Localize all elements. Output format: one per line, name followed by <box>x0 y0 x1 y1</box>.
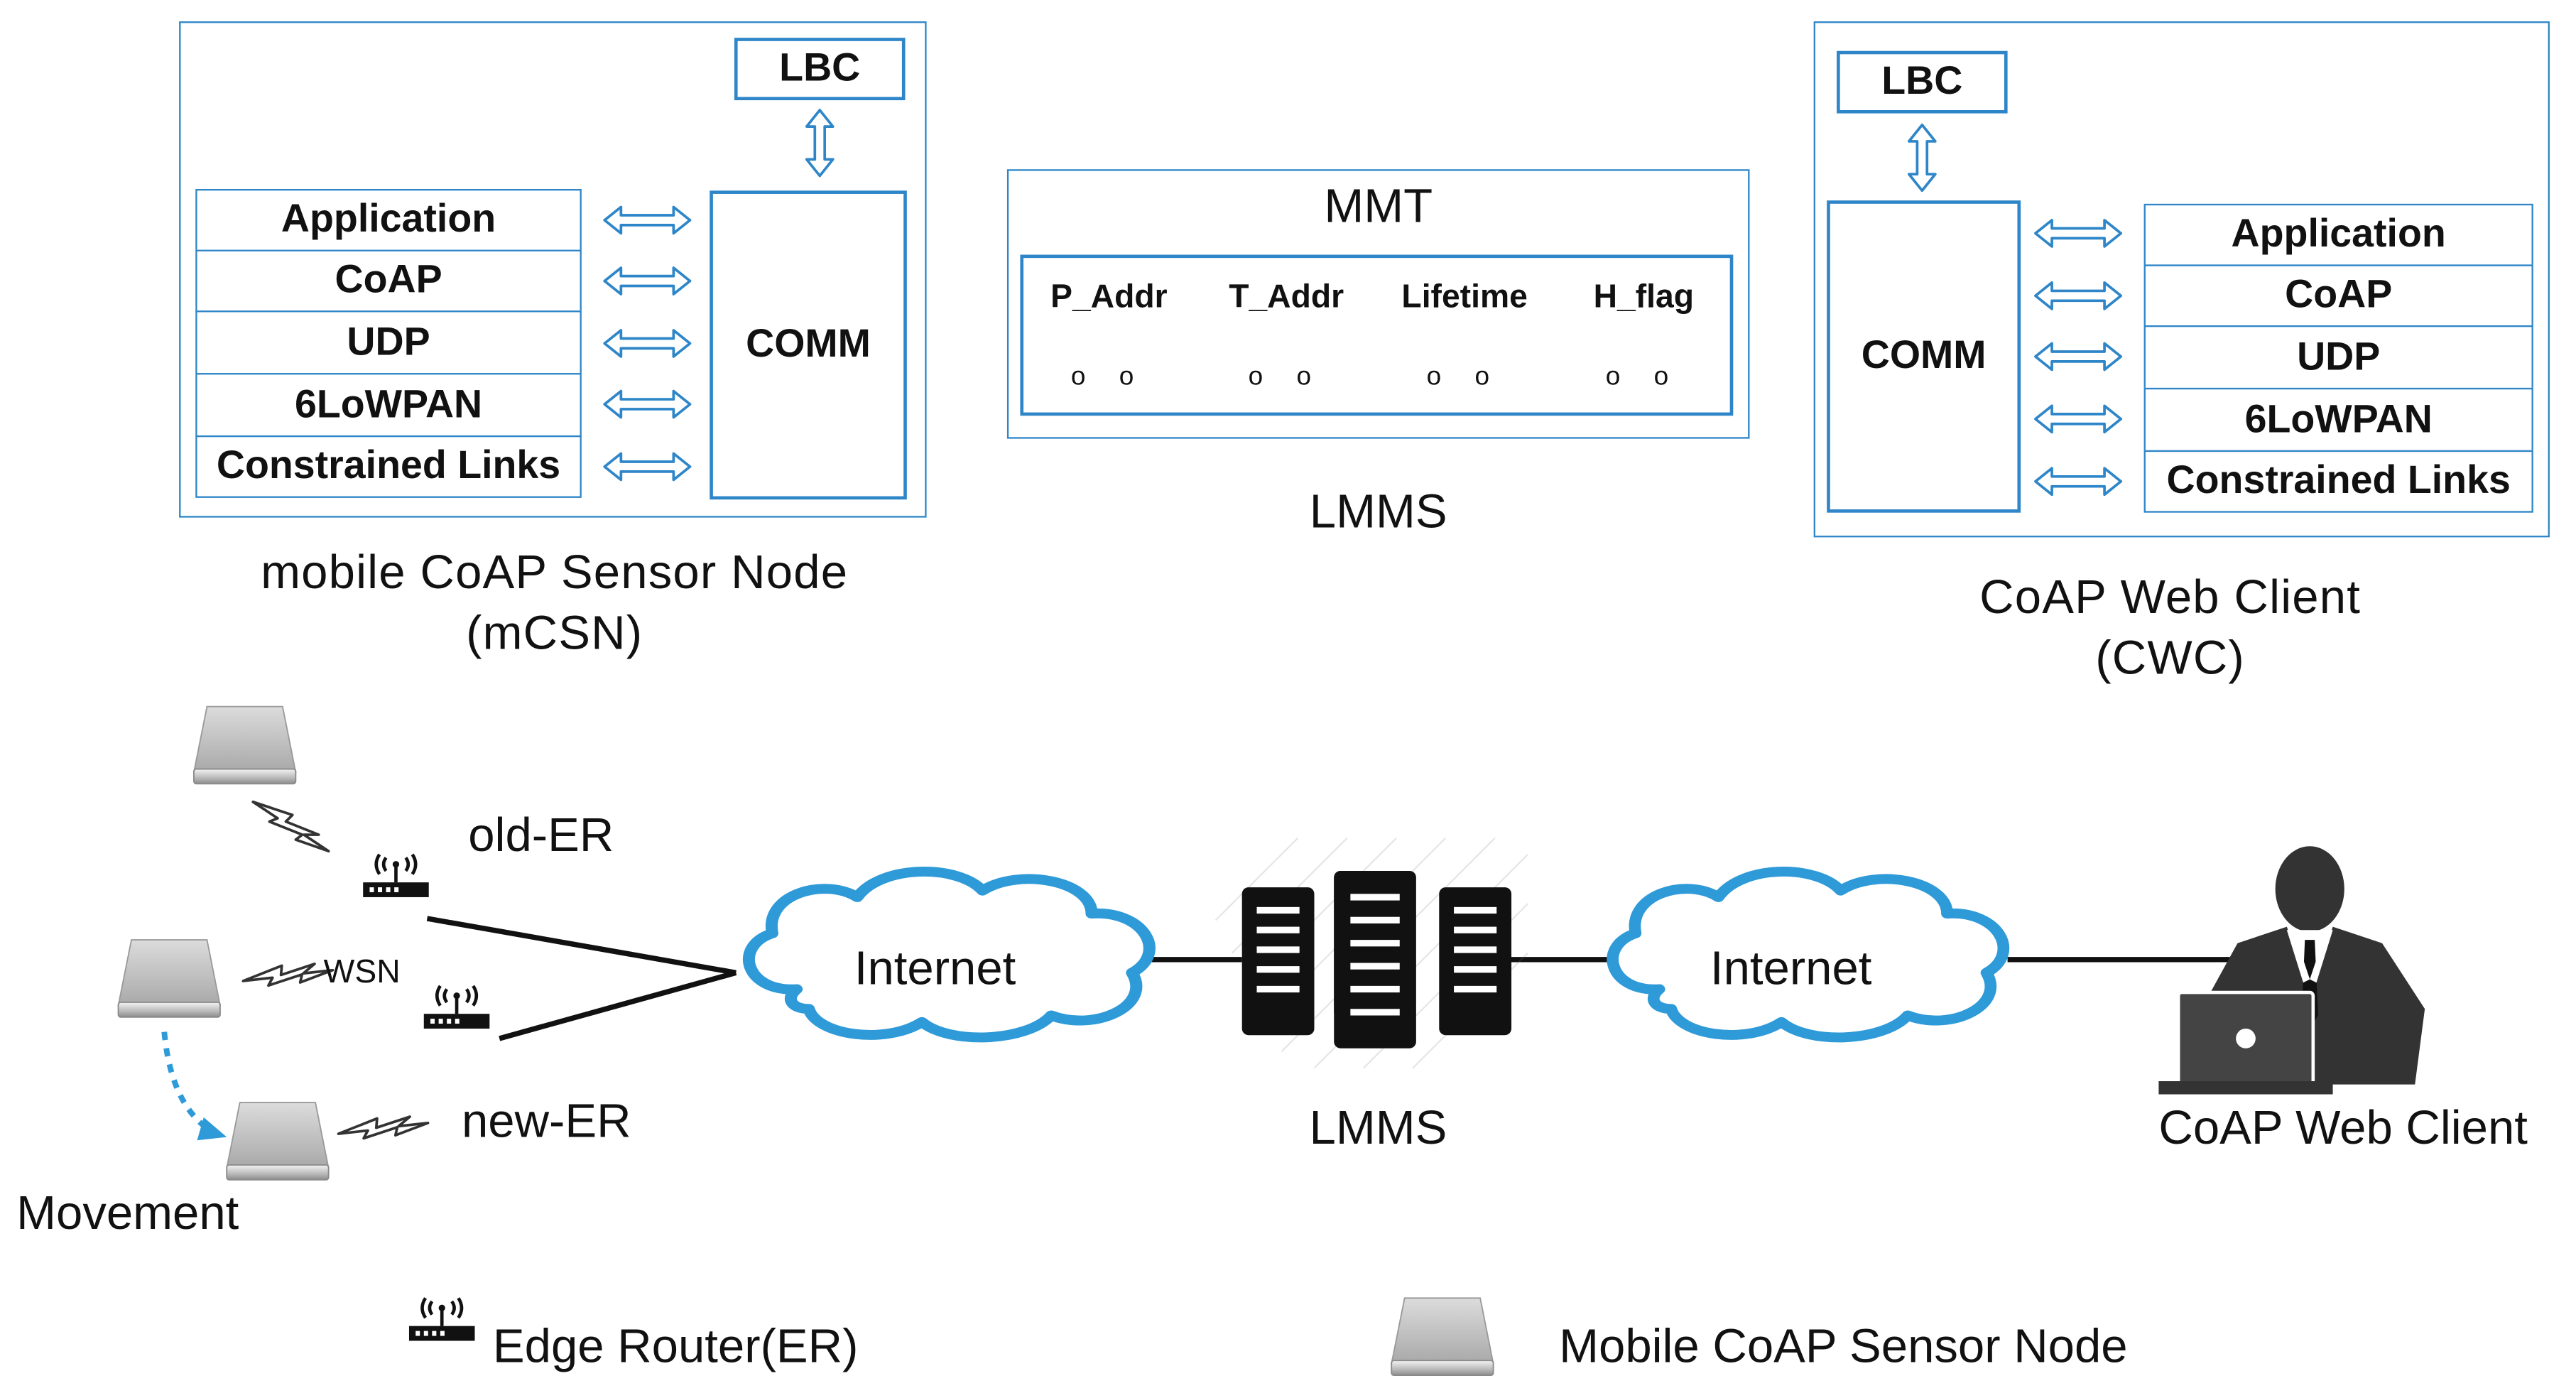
lightning-icon <box>241 931 335 1020</box>
lmms-panel-caption: LMMS <box>1309 486 1447 539</box>
mcsn-layer-constrained-links: Constrained Links <box>195 435 582 498</box>
cwc-layer-constrained-links: Constrained Links <box>2143 450 2533 513</box>
cwc-caption-abbr: (CWC) <box>2095 632 2245 686</box>
server-icon <box>1214 837 1529 1069</box>
cwc-caption-name: CoAP Web Client <box>1979 571 2362 624</box>
mmt-cell-taddr: o o <box>1248 363 1325 391</box>
mmt-col-lifetime: Lifetime <box>1401 278 1528 315</box>
mcsn-caption-name: mobile CoAP Sensor Node <box>261 547 849 600</box>
cwc-lbc-box: LBC <box>1837 50 2008 114</box>
cwc-comm-box: COMM <box>1827 200 2021 513</box>
mcsn-comm-box: COMM <box>710 190 907 500</box>
internet-right-label: Internet <box>1710 943 1872 996</box>
old-er-label: old-ER <box>468 810 614 863</box>
mmt-col-paddr: P_Addr <box>1050 278 1168 315</box>
mcsn-layer-udp: UDP <box>195 310 582 375</box>
cwc-layer-coap: CoAP <box>2143 264 2533 327</box>
mcsn-lbc-comm-arrow <box>805 109 835 178</box>
lightning-icon <box>337 1083 430 1174</box>
lmms-panel <box>1006 169 1750 439</box>
cwc-layer-application: Application <box>2143 203 2533 266</box>
cwc-lbc-comm-arrow <box>1907 123 1937 193</box>
router-icon <box>363 855 429 897</box>
legend-sensor-node: Mobile CoAP Sensor Node <box>1559 1321 2128 1374</box>
cwc-caption: CoAP Web Client (CWC) <box>1802 568 2538 690</box>
mmt-col-taddr: T_Addr <box>1229 278 1344 315</box>
movement-label: Movement <box>16 1188 239 1241</box>
user-laptop-icon <box>2158 846 2425 1095</box>
mcsn-layer-arrows <box>603 205 692 482</box>
internet-left-label: Internet <box>854 943 1016 996</box>
router-icon <box>424 986 490 1029</box>
mcsn-caption: mobile CoAP Sensor Node (mCSN) <box>180 544 928 666</box>
router-icon <box>409 1298 475 1340</box>
mmt-table <box>1020 254 1734 416</box>
client-label: CoAP Web Client <box>2158 1102 2528 1156</box>
mmt-cell-paddr: o o <box>1070 363 1147 391</box>
lmms-server-label: LMMS <box>1309 1102 1447 1156</box>
mmt-col-hflag: H_flag <box>1593 278 1694 315</box>
sensor-node-icon <box>193 705 297 785</box>
mcsn-caption-abbr: (mCSN) <box>466 607 643 661</box>
network-links <box>426 916 2248 1041</box>
new-er-label: new-ER <box>461 1095 631 1149</box>
lightning-icon <box>251 800 330 853</box>
mmt-title: MMT <box>1324 180 1433 234</box>
sensor-node-icon <box>117 939 221 1018</box>
movement-arrow <box>161 1031 227 1141</box>
sensor-node-icon <box>226 1102 330 1181</box>
mmt-cell-hflag: o o <box>1605 363 1682 391</box>
sensor-node-icon <box>1391 1297 1494 1376</box>
mcsn-lbc-box: LBC <box>734 38 906 101</box>
wsn-label: WSN <box>323 954 401 991</box>
legend-edge-router: Edge Router(ER) <box>492 1321 859 1374</box>
cwc-layer-arrows <box>2034 219 2123 497</box>
mmt-cell-lifetime: o o <box>1426 363 1503 391</box>
